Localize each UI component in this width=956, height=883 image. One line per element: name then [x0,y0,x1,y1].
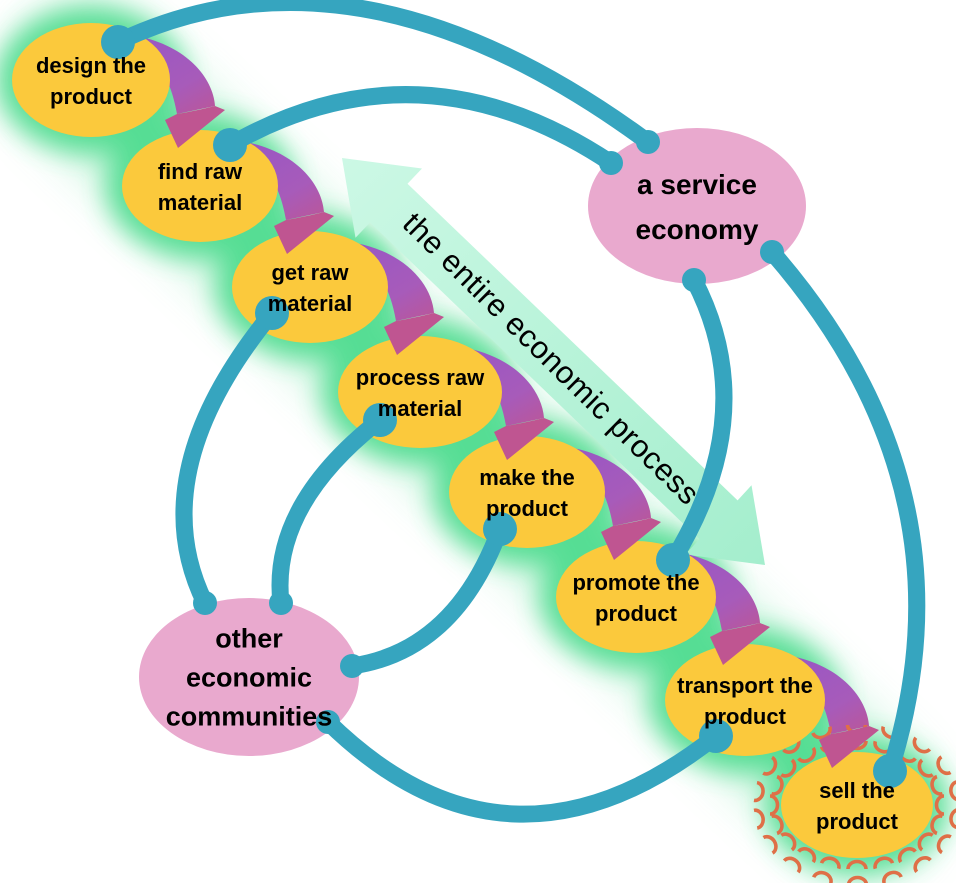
label-line: material [377,396,463,421]
label-line: economic [185,662,313,693]
dot-oec-out-1 [340,654,364,678]
label-line: find raw [157,159,243,184]
label-sell-the-product: sell the product [816,775,898,837]
label-process-raw-material: process raw material [356,362,484,424]
dot-transport [699,719,733,753]
ray-icon [897,846,917,864]
ray-icon [797,746,817,764]
dot-promote [656,543,690,577]
dot-service-in-1 [636,130,660,154]
label-line: communities [165,701,333,732]
ray-icon [949,807,956,830]
link-get-to-other-communities [175,304,281,612]
ray-icon [882,870,903,883]
connector-dots [101,25,907,788]
label-get-raw-material: get raw material [268,257,352,319]
dot-oec-in-1 [193,591,217,615]
link-design-to-service-economy [109,0,657,151]
ray-icon [912,736,932,754]
ray-icon [936,834,952,855]
ray-icon [762,755,778,776]
dot-find [213,128,247,162]
ray-icon [769,794,780,816]
label-line: product [816,809,898,834]
label-other-economic-communities: other economic communities [166,620,333,737]
node-halos [0,7,949,874]
dot-make [483,512,517,546]
ray-icon [753,780,765,803]
dot-oec-out-2 [316,710,340,734]
dot-get [255,296,289,330]
label-promote-the-product: promote the product [572,567,699,629]
dot-process [363,403,397,437]
dot-oec-in-2 [269,591,293,615]
label-line: a service [637,169,757,200]
label-make-the-product: make the product [479,462,574,524]
label-a-service-economy: a service economy [636,162,759,252]
ray-icon [934,794,945,816]
ray-icon [770,774,784,796]
label-line: material [157,190,243,215]
ray-icon [846,859,868,870]
ray-icon [846,875,869,883]
dot-service-out-2 [760,240,784,264]
label-transport-the-product: transport the product [677,670,813,732]
label-line: get raw [271,260,349,285]
link-process-to-other-communities [271,411,389,612]
label-line: design the [35,53,147,78]
sunburst-rays [753,724,956,883]
label-line: process raw [355,365,485,390]
label-find-raw-material: find raw material [158,156,242,218]
ray-icon [753,808,765,830]
label-line: make the [479,465,575,490]
dot-design [101,25,135,59]
ray-icon [819,856,841,870]
ray-icon [797,846,817,864]
dot-sell [873,754,907,788]
node-other-economic-communities [139,598,359,756]
diagonal-glow [0,7,949,874]
teal-connectors [109,0,926,823]
ray-icon [873,856,895,870]
label-line: material [267,291,353,316]
ray-icon [917,758,934,778]
ray-icon [930,814,944,836]
ray-icon [930,774,944,796]
link-service-economy-to-sell [763,243,926,780]
dot-service-in-2 [599,151,623,175]
label-line: promote the [572,570,700,595]
label-line: product [704,704,786,729]
ray-icon [811,726,832,740]
link-other-communities-to-transport [319,713,725,823]
label-line: transport the [677,673,813,698]
ray-icon [770,814,784,836]
ray-icon [812,870,833,883]
label-design-the-product: design the product [36,50,146,112]
ray-icon [936,755,952,776]
link-service-economy-to-promote [664,271,733,569]
link-find-to-service-economy [221,86,620,172]
node-a-service-economy [588,128,806,284]
ray-icon [782,856,802,874]
ray-icon [762,834,778,855]
ray-icon [949,780,956,802]
label-line: product [595,601,677,626]
ray-icon [780,832,797,852]
dot-service-out-1 [682,268,706,292]
ray-icon [780,758,797,778]
economic-process-arrow [342,158,765,565]
label-line: economy [635,214,759,245]
ray-icon [913,856,932,873]
label-line: sell the [819,778,895,803]
link-other-communities-to-make [343,520,509,675]
ray-icon [917,832,934,852]
label-line: other [215,623,283,654]
label-line: product [50,84,132,109]
label-line: product [486,496,568,521]
